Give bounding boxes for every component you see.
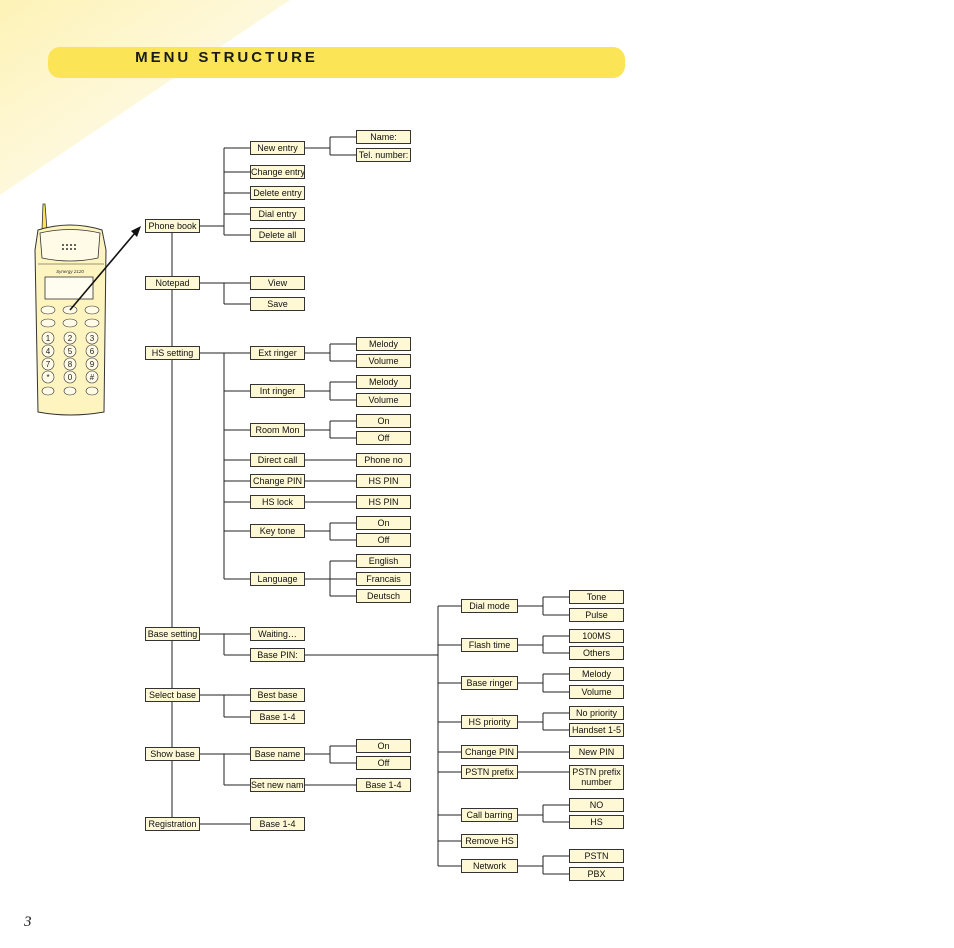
node-call-barring: Call barring [461, 808, 518, 822]
node-hs-setting: HS setting [145, 346, 200, 360]
node-base-setting: Base setting [145, 627, 200, 641]
node-new-entry: New entry [250, 141, 305, 155]
svg-text:0: 0 [68, 373, 73, 382]
page-title: MENU STRUCTURE [135, 49, 318, 66]
svg-text:4: 4 [46, 347, 51, 356]
node-room-off: Off [356, 431, 411, 445]
node-no: NO [569, 798, 624, 812]
node-pstn-prefix: PSTN prefix [461, 765, 518, 779]
node-new-pin: New PIN [569, 745, 624, 759]
node-base-pin: Base PIN: [250, 648, 305, 662]
node-hs-lock-hs-pin: HS PIN [356, 495, 411, 509]
node-dial-entry: Dial entry [250, 207, 305, 221]
node-ext-volume: Volume [356, 354, 411, 368]
node-set-new-name: Set new name [250, 778, 305, 792]
node-view: View [250, 276, 305, 290]
node-pstn: PSTN [569, 849, 624, 863]
svg-text:1: 1 [46, 334, 51, 343]
svg-text:7: 7 [46, 360, 51, 369]
node-registration: Registration [145, 817, 200, 831]
node-pstn-prefix-number: PSTN prefix number [569, 765, 624, 790]
node-notepad: Notepad [145, 276, 200, 290]
model-label: Synergy 2120 [56, 269, 84, 274]
node-tel-number: Tel. number: [356, 148, 411, 162]
node-save: Save [250, 297, 305, 311]
node-francais: Francais [356, 572, 411, 586]
node-room-on: On [356, 414, 411, 428]
node-room-mon: Room Mon [250, 423, 305, 437]
svg-text:*: * [46, 373, 49, 382]
svg-text:9: 9 [90, 360, 95, 369]
node-phone-book: Phone book [145, 219, 200, 233]
svg-text:5: 5 [68, 347, 73, 356]
node-change-entry: Change entry [250, 165, 305, 179]
node-100ms: 100MS [569, 629, 624, 643]
node-hs: HS [569, 815, 624, 829]
node-int-volume: Volume [356, 393, 411, 407]
svg-text:#: # [90, 373, 95, 382]
node-select-base: Select base [145, 688, 200, 702]
node-network: Network [461, 859, 518, 873]
svg-text:8: 8 [68, 360, 73, 369]
node-delete-all: Delete all [250, 228, 305, 242]
node-change-pin: Change PIN [250, 474, 305, 488]
node-handset-1-5: Handset 1-5 [569, 723, 624, 737]
node-name: Name: [356, 130, 411, 144]
node-tone: Tone [569, 590, 624, 604]
node-remove-hs: Remove HS [461, 834, 518, 848]
svg-text:6: 6 [90, 347, 95, 356]
node-select-base-1-4: Base 1-4 [250, 710, 305, 724]
node-base-ringer-volume: Volume [569, 685, 624, 699]
node-english: English [356, 554, 411, 568]
node-hs-lock: HS lock [250, 495, 305, 509]
node-registration-base-1-4: Base 1-4 [250, 817, 305, 831]
node-pulse: Pulse [569, 608, 624, 622]
node-key-on: On [356, 516, 411, 530]
node-base-change-pin: Change PIN [461, 745, 518, 759]
node-base-name-off: Off [356, 756, 411, 770]
node-no-priority: No priority [569, 706, 624, 720]
node-int-melody: Melody [356, 375, 411, 389]
node-deutsch: Deutsch [356, 589, 411, 603]
node-best-base: Best base [250, 688, 305, 702]
node-delete-entry: Delete entry [250, 186, 305, 200]
node-phone-no: Phone no [356, 453, 411, 467]
node-ext-ringer: Ext ringer [250, 346, 305, 360]
node-language: Language [250, 572, 305, 586]
node-hs-priority: HS priority [461, 715, 518, 729]
node-base-ringer-melody: Melody [569, 667, 624, 681]
node-key-tone: Key tone [250, 524, 305, 538]
node-change-pin-hs-pin: HS PIN [356, 474, 411, 488]
node-ext-melody: Melody [356, 337, 411, 351]
node-waiting: Waiting… [250, 627, 305, 641]
node-base-name-on: On [356, 739, 411, 753]
title-banner [48, 47, 625, 78]
svg-text:3: 3 [90, 334, 95, 343]
node-base-name: Base name [250, 747, 305, 761]
node-pbx: PBX [569, 867, 624, 881]
node-base-ringer: Base ringer [461, 676, 518, 690]
handset-illustration: Synergy 2120 1 2 3 4 5 6 7 8 9 * 0 # [34, 203, 107, 416]
page-number: 3 [24, 914, 32, 930]
svg-text:2: 2 [68, 334, 73, 343]
node-int-ringer: Int ringer [250, 384, 305, 398]
node-direct-call: Direct call [250, 453, 305, 467]
node-set-new-name-base-1-4: Base 1-4 [356, 778, 411, 792]
node-key-off: Off [356, 533, 411, 547]
node-dial-mode: Dial mode [461, 599, 518, 613]
node-flash-time: Flash time [461, 638, 518, 652]
node-others: Others [569, 646, 624, 660]
node-show-base: Show base [145, 747, 200, 761]
